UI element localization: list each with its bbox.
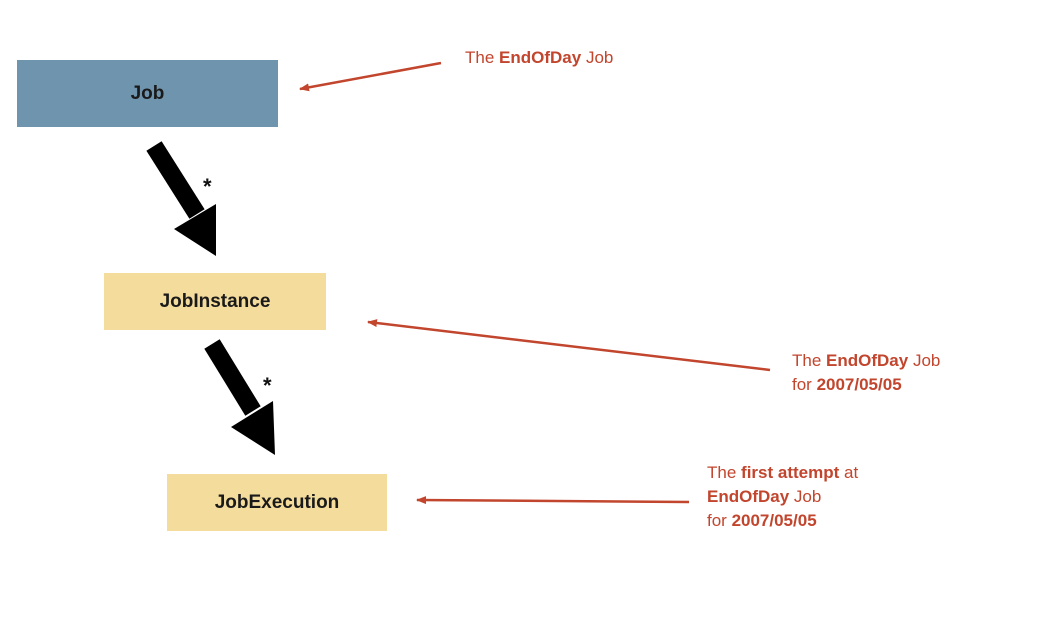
note-pointer-execution xyxy=(416,496,690,505)
note-job-line-1: The EndOfDay Job xyxy=(465,48,614,67)
job-execution-box-label: JobExecution xyxy=(214,491,340,513)
note-job-execution-line-2: EndOfDay Job xyxy=(707,487,822,506)
job-execution-box: JobExecution xyxy=(167,474,387,531)
relation-arrow-instance-execution xyxy=(204,339,275,455)
note-job-execution: The first attempt at EndOfDay Job for 20… xyxy=(707,461,858,533)
note-job-execution-line-1: The first attempt at xyxy=(707,463,859,482)
note-job-execution-line-3: for 2007/05/05 xyxy=(707,511,817,530)
note-job-instance-line-1: The EndOfDay Job xyxy=(792,351,941,370)
multiplicity-job-instance: * xyxy=(203,174,212,199)
job-instance-box: JobInstance xyxy=(104,273,326,330)
note-pointer-instance xyxy=(367,319,771,372)
job-instance-box-label: JobInstance xyxy=(159,290,271,312)
note-job-instance: The EndOfDay Job for 2007/05/05 xyxy=(792,349,940,397)
job-box: Job xyxy=(17,60,278,127)
relation-arrow-job-instance xyxy=(146,141,216,256)
note-pointer-job xyxy=(299,61,442,92)
multiplicity-instance-execution: * xyxy=(263,373,272,398)
note-job-instance-line-2: for 2007/05/05 xyxy=(792,375,902,394)
note-job: The EndOfDay Job xyxy=(465,46,613,70)
job-box-label: Job xyxy=(130,82,165,104)
